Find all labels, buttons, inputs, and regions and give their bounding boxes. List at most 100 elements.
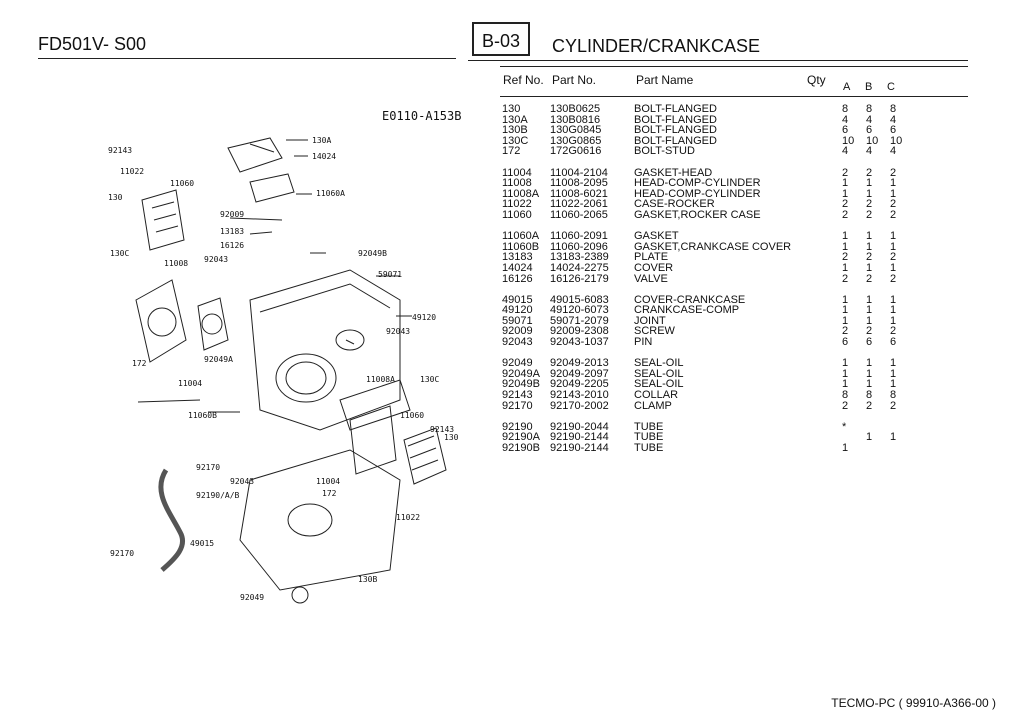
qty-c-cell: 1 [890,240,897,253]
part-name-cell: COLLAR [634,389,679,402]
col-header-c: C [887,81,895,93]
part-no-cell: 130B0816 [550,113,601,126]
callout-label: 11022 [396,513,420,522]
qty-a-cell: 10 [842,134,855,147]
part-no-cell: 92049-2205 [550,378,609,391]
qty-a-cell: 2 [842,399,849,412]
part-no-cell: 92049-2097 [550,367,609,380]
part-no-cell: 49120-6073 [550,304,609,317]
qty-c-cell: 1 [890,304,897,317]
ref-no-cell: 16126 [502,272,533,285]
part-name-cell: PLATE [634,251,669,264]
ref-no-cell: 11008A [502,187,540,200]
group-spacer [502,157,914,168]
qty-c-cell: 1 [890,378,897,391]
part-name-cell: BOLT-FLANGED [634,103,717,115]
ref-no-cell: 92190 [502,420,533,433]
part-no-cell: 92190-2144 [550,431,609,444]
qty-b-cell: 2 [866,251,873,264]
qty-a-cell: * [842,420,847,433]
callout-label: 11060 [170,179,194,188]
qty-b-cell: 8 [866,103,873,115]
table-top-rule [500,66,968,67]
col-header-b: B [865,81,873,93]
qty-c-cell: 1 [890,177,897,190]
ref-no-cell: 130B [502,124,528,137]
ref-no-cell: 92009 [502,325,533,338]
qty-b-cell: 6 [866,336,873,349]
col-header-qty: Qty [807,73,826,87]
qty-a-cell: 2 [842,166,849,179]
part-no-cell: 11004-2104 [550,166,608,179]
part-no-cell: 11022-2061 [550,198,608,211]
qty-c-cell: 1 [890,293,897,306]
ref-no-cell: 92143 [502,389,533,402]
model-code: FD501V- S00 [38,34,147,54]
part-name-cell: JOINT [634,314,666,327]
qty-c-cell: 2 [890,325,897,338]
callout-label: 49015 [190,539,214,548]
part-name-cell: SEAL-OIL [634,378,684,391]
callout-label: 130A [312,136,331,145]
part-no-cell: 92049-2013 [550,357,609,370]
qty-b-cell: 6 [866,124,873,137]
qty-a-cell: 2 [842,272,849,285]
col-header-name: Part Name [636,73,694,87]
part-no-cell: 130G0865 [550,134,602,147]
qty-b-cell: 2 [866,399,873,412]
callout-label: 92190/A/B [196,491,240,500]
part-name-cell: TUBE [634,442,664,454]
callout-label: 92049 [240,593,264,602]
part-name-cell: BOLT-FLANGED [634,134,717,147]
qty-b-cell [866,443,890,454]
part-name-cell: HEAD-COMP-CYLINDER [634,187,761,200]
qty-c-cell: 2 [890,272,897,285]
ref-no-cell: 11060 [502,208,532,221]
qty-b-cell: 8 [866,389,873,402]
callout-label: 92049B [358,249,387,258]
qty-b-cell: 1 [866,431,873,444]
ref-no-cell: 92170 [502,399,533,412]
qty-b-cell: 1 [866,177,873,190]
part-no-cell: 130G0845 [550,124,602,137]
part-name-cell: HEAD-COMP-CYLINDER [634,177,761,190]
part-no-cell: 59071-2079 [550,314,609,327]
ref-no-cell: 92049 [502,357,533,370]
qty-c-cell: 8 [890,389,897,402]
qty-a-cell: 1 [842,367,849,380]
part-name-cell: COVER-CRANKCASE [634,293,746,306]
col-header-ref: Ref No. [503,73,544,87]
ref-no-cell: 130C [502,134,529,147]
part-no-cell: 92170-2002 [550,399,609,412]
ref-no-cell: 130A [502,113,528,126]
ref-no-cell: 92049B [502,378,540,391]
part-no-cell: 11008-2095 [550,177,608,190]
callout-label: 13183 [220,227,244,236]
ref-no-cell: 130 [502,103,521,115]
part-no-cell: 13183-2389 [550,251,609,264]
qty-c-cell: 1 [890,357,897,370]
ref-no-cell: 92049A [502,367,540,380]
qty-c-cell: 2 [890,166,897,179]
qty-a-cell: 1 [842,261,849,274]
callout-label: 16126 [220,241,244,250]
callout-label: 92009 [220,210,244,219]
ref-no-cell: 49015 [502,293,533,306]
section-title: CYLINDER/CRANKCASE [552,36,761,56]
callout-label: 14024 [312,152,336,161]
part-name-cell: CRANKCASE-COMP [634,304,740,317]
callout-label: 49120 [412,313,436,322]
part-name-cell: TUBE [634,420,664,433]
ref-no-cell: 11060A [502,230,540,243]
qty-b-cell: 1 [866,314,873,327]
part-name-cell: BOLT-STUD [634,145,695,158]
